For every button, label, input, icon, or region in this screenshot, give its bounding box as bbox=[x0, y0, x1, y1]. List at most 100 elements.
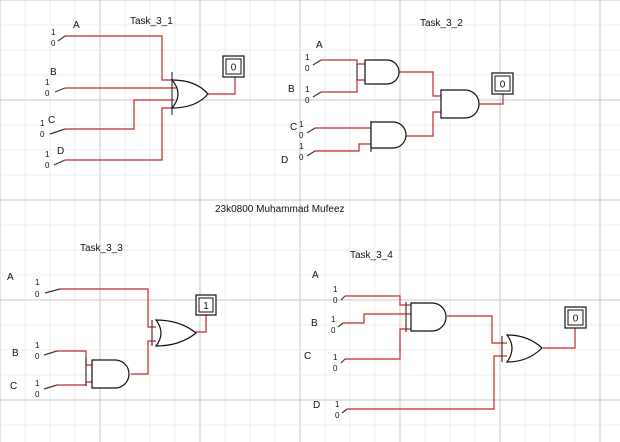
wire-a bbox=[60, 288, 156, 328]
switch-state-high: 1 bbox=[299, 120, 304, 129]
output-value: 0 bbox=[500, 80, 506, 91]
switch-state-high: 1 bbox=[51, 28, 56, 37]
switch-state-low: 0 bbox=[35, 390, 40, 399]
or-gate bbox=[170, 79, 209, 109]
input-label-a: A bbox=[316, 40, 323, 51]
switch-state-high: 1 bbox=[333, 285, 338, 294]
switch-state-high: 1 bbox=[335, 400, 340, 409]
switch-c[interactable]: 1 0 bbox=[40, 119, 66, 139]
wire-c bbox=[65, 99, 174, 130]
wire-output bbox=[543, 328, 576, 349]
switch-a[interactable]: 1 0 bbox=[51, 28, 66, 48]
wire-a bbox=[321, 59, 365, 65]
wire-a bbox=[65, 35, 174, 81]
and-gate-3 bbox=[440, 89, 480, 119]
switch-lever bbox=[57, 35, 66, 42]
switch-state-low: 0 bbox=[45, 161, 50, 170]
switch-lever bbox=[340, 295, 346, 301]
switch-state-low: 0 bbox=[305, 64, 310, 73]
switch-c[interactable]: 1 0 bbox=[299, 120, 316, 140]
wire-and-out bbox=[447, 315, 507, 344]
wire-d bbox=[315, 143, 371, 152]
or-gate bbox=[505, 334, 543, 363]
wire-c bbox=[345, 328, 411, 360]
switch-lever bbox=[53, 159, 66, 166]
switch-b[interactable]: 1 0 bbox=[305, 85, 322, 105]
and-gate bbox=[410, 302, 447, 332]
gate-input-bus bbox=[405, 302, 503, 362]
switch-state-high: 1 bbox=[305, 85, 310, 94]
switch-state-high: 1 bbox=[299, 142, 304, 151]
wire-b bbox=[343, 313, 411, 324]
switch-state-high: 1 bbox=[333, 353, 338, 362]
switch-state-low: 0 bbox=[333, 364, 338, 373]
input-label-c: C bbox=[48, 115, 55, 126]
switch-lever bbox=[306, 127, 316, 134]
switch-state-high: 1 bbox=[45, 150, 50, 159]
input-label-b: B bbox=[12, 348, 19, 359]
switch-lever bbox=[49, 128, 66, 135]
switch-state-low: 0 bbox=[299, 153, 304, 162]
switch-a[interactable]: 1 0 bbox=[333, 285, 346, 305]
input-label-c: C bbox=[290, 122, 297, 133]
switch-lever bbox=[44, 288, 61, 294]
author-label: 23k0800 Muhammad Mufeez bbox=[215, 204, 345, 215]
input-label-a: A bbox=[312, 270, 319, 281]
switch-lever bbox=[312, 59, 322, 66]
output-display: 0 bbox=[222, 55, 245, 78]
and-gate-2 bbox=[370, 121, 407, 149]
switch-state-low: 0 bbox=[51, 39, 56, 48]
switch-d[interactable]: 1 0 bbox=[45, 150, 66, 170]
and-gate bbox=[91, 359, 130, 389]
switch-a[interactable]: 1 0 bbox=[35, 278, 61, 299]
circuit-title: Task_3_1 bbox=[130, 16, 173, 27]
switch-c[interactable]: 1 0 bbox=[333, 353, 346, 373]
input-label-c: C bbox=[304, 351, 311, 362]
switch-state-high: 1 bbox=[305, 53, 310, 62]
switch-b[interactable]: 1 0 bbox=[45, 78, 66, 98]
input-label-b: B bbox=[288, 84, 295, 95]
switch-d[interactable]: 1 0 bbox=[335, 400, 348, 420]
wire-and1-out bbox=[399, 71, 441, 97]
switch-state-low: 0 bbox=[331, 326, 336, 335]
circuit-task-3-1: Task_3_1 1 0 A 1 0 B 1 0 C 1 0 bbox=[40, 16, 245, 170]
switch-d[interactable]: 1 0 bbox=[299, 142, 316, 162]
switch-lever bbox=[340, 358, 346, 364]
switch-state-low: 0 bbox=[40, 130, 45, 139]
switch-b[interactable]: 1 0 bbox=[35, 341, 58, 361]
switch-a[interactable]: 1 0 bbox=[305, 53, 322, 73]
wire-output bbox=[207, 75, 236, 95]
switch-lever bbox=[341, 408, 348, 414]
circuit-task-3-4: Task_3_4 1 0 A 1 0 B 1 0 C 1 0 bbox=[304, 250, 587, 420]
switch-state-low: 0 bbox=[35, 290, 40, 299]
output-value: 1 bbox=[203, 301, 209, 312]
switch-state-high: 1 bbox=[45, 78, 50, 87]
switch-lever bbox=[43, 350, 58, 356]
wire-b bbox=[321, 79, 365, 93]
output-display: 1 bbox=[195, 294, 217, 316]
input-label-a: A bbox=[73, 20, 80, 31]
input-label-b: B bbox=[50, 67, 57, 78]
input-label-d: D bbox=[57, 146, 64, 157]
input-label-d: D bbox=[313, 400, 320, 411]
switch-c[interactable]: 1 0 bbox=[35, 379, 58, 399]
wire-d bbox=[65, 107, 174, 161]
switch-state-high: 1 bbox=[35, 278, 40, 287]
switch-state-low: 0 bbox=[35, 352, 40, 361]
switch-lever bbox=[43, 384, 58, 390]
switch-state-low: 0 bbox=[299, 131, 304, 140]
switch-state-low: 0 bbox=[45, 89, 50, 98]
switch-b[interactable]: 1 0 bbox=[331, 315, 344, 335]
circuit-title: Task_3_3 bbox=[80, 243, 123, 254]
switch-state-high: 1 bbox=[35, 341, 40, 350]
switch-state-low: 0 bbox=[333, 296, 338, 305]
switch-lever bbox=[306, 150, 316, 157]
input-label-a: A bbox=[7, 272, 14, 283]
input-label-c: C bbox=[10, 381, 17, 392]
switch-lever bbox=[312, 91, 322, 98]
switch-state-low: 0 bbox=[305, 96, 310, 105]
output-value: 0 bbox=[231, 63, 237, 74]
input-label-d: D bbox=[281, 155, 288, 166]
switch-state-high: 1 bbox=[35, 379, 40, 388]
